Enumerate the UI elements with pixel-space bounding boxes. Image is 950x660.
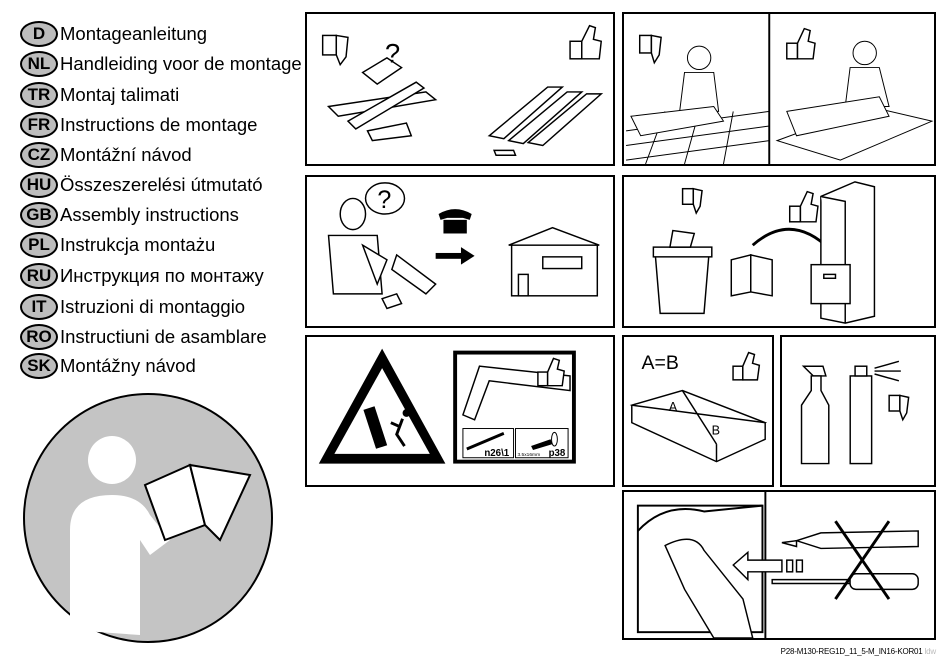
- frame-diagonal-illustration: [629, 389, 768, 463]
- panel-no-cleaning-spray: [780, 335, 936, 487]
- language-badge: NL: [20, 51, 58, 77]
- diagonal-b-label: B: [712, 423, 720, 437]
- store-building-icon: [508, 226, 600, 297]
- language-badge: FR: [20, 112, 58, 138]
- thumbs-down-icon: [638, 34, 662, 65]
- diagonal-a-label: A: [669, 400, 678, 414]
- arrow-left-icon: [732, 550, 804, 582]
- language-label: Instructions de montage: [60, 114, 258, 135]
- language-label: Assembly instructions: [60, 204, 239, 225]
- panel-check-diagonals: A=B A B: [622, 335, 774, 487]
- arrow-right-icon: [435, 247, 475, 265]
- screwdriver-illustration: [771, 573, 919, 591]
- language-badge: RO: [20, 324, 58, 350]
- question-mark: ?: [377, 186, 391, 214]
- panel-keep-instructions: [622, 175, 936, 328]
- trash-bin-illustration: [652, 229, 713, 315]
- screw-icon: [531, 439, 553, 450]
- tiled-floor-illustration: [626, 45, 770, 164]
- carpet-floor-illustration: [775, 40, 934, 161]
- language-badge: SK: [20, 353, 58, 379]
- parts-pile-illustration: [326, 56, 438, 142]
- panel-tipover-warning: n26\1 3.5x16mm p38: [305, 335, 615, 487]
- document-code-suffix: ldw: [924, 647, 937, 656]
- thumbs-up-icon: [788, 190, 819, 223]
- thumbs-down-icon: [888, 394, 910, 422]
- language-label: Montážny návod: [60, 355, 196, 376]
- language-label: Instrukcja montażu: [60, 234, 216, 255]
- panel-contact-support: ?: [305, 175, 615, 328]
- language-badge: CZ: [20, 142, 58, 168]
- hand-illustration: [664, 538, 754, 638]
- document-code-text: P28-M130-REG1D_11_5-M_IN16-KOR01: [780, 647, 923, 656]
- language-badge: GB: [20, 202, 58, 228]
- thumbs-down-icon: [681, 187, 703, 215]
- language-label: Montaj talimati: [60, 84, 180, 105]
- filing-cabinet-illustration: [810, 181, 876, 324]
- language-badge: IT: [20, 294, 58, 320]
- document-code: P28-M130-REG1D_11_5-M_IN16-KOR01 ldw: [780, 647, 937, 656]
- confused-person-illustration: [327, 197, 437, 310]
- arrow-curve-icon: [751, 227, 832, 252]
- question-mark: ?: [385, 38, 400, 69]
- language-badge: HU: [20, 172, 58, 198]
- thumbs-up-icon: [732, 351, 761, 381]
- language-label: Instructiuni de asamblare: [60, 326, 267, 347]
- prohibited-cross-icon: [834, 520, 891, 600]
- cutter-knife-illustration: [781, 530, 919, 550]
- telephone-icon: [438, 209, 472, 234]
- warning-triangle-icon: [318, 348, 446, 464]
- thumbs-up-icon: [569, 24, 603, 60]
- part-n26-box: [462, 428, 515, 459]
- thumbs-up-icon: [537, 357, 565, 387]
- panel-unpack-parts: ?: [305, 12, 615, 166]
- language-badge: TR: [20, 82, 58, 108]
- panel-no-sharp-tools: [622, 490, 936, 640]
- part-size-label: 3.5x16mm: [517, 452, 540, 458]
- speech-bubble-icon: [364, 182, 406, 215]
- thumbs-down-icon: [321, 34, 349, 67]
- language-label: Istruzioni di montaggio: [60, 296, 246, 317]
- panel-protect-floor: [622, 12, 936, 166]
- equation-label: A=B: [642, 352, 679, 374]
- language-badge: D: [20, 21, 58, 47]
- strip-icon: [466, 432, 505, 451]
- language-label: Инструкция по монтажу: [60, 265, 264, 286]
- part-label: n26\1: [484, 448, 509, 459]
- language-label: Összeszerelési útmutató: [60, 174, 263, 195]
- language-label: Montážní návod: [60, 144, 192, 165]
- sorted-boards-illustration: [487, 86, 604, 156]
- instruction-booklet-illustration: [730, 253, 773, 297]
- language-badge: RU: [20, 263, 58, 289]
- part-label: p38: [549, 448, 566, 459]
- language-badge: PL: [20, 232, 58, 258]
- read-instructions-icon: [23, 393, 273, 643]
- language-label: Handleiding voor de montage: [60, 53, 302, 74]
- spray-bottle-illustration: [800, 365, 830, 465]
- thumbs-up-icon: [786, 27, 816, 60]
- aerosol-can-illustration: [849, 360, 901, 465]
- language-label: Montageanleitung: [60, 23, 208, 44]
